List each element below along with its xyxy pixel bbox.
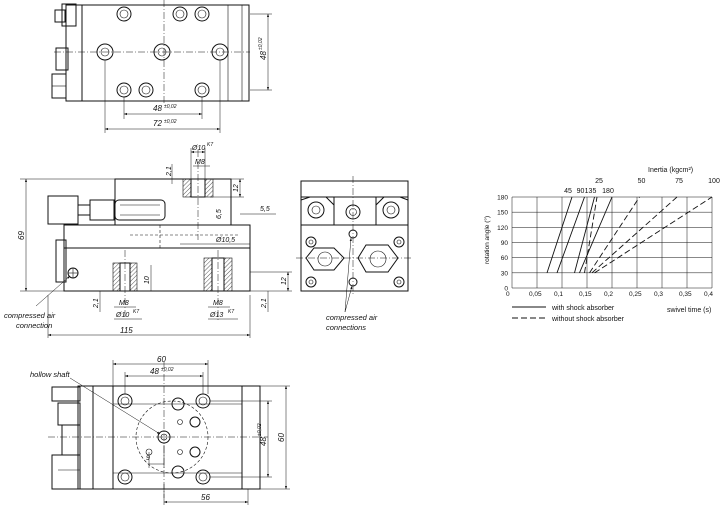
chart-y-tick: 120 bbox=[497, 225, 508, 232]
chart-series-line-25 bbox=[584, 196, 598, 273]
side-dim-115: 115 bbox=[120, 326, 133, 335]
chart-series-line-180 bbox=[579, 196, 613, 274]
side-dim-bore-left-tol: K7 bbox=[133, 309, 139, 315]
chart-y-label: rotation angle (°) bbox=[483, 216, 491, 264]
top-dim-48b-tol: ±0,02 bbox=[164, 104, 177, 110]
side-dim-bore-top: Ø10 bbox=[191, 145, 205, 152]
side-dim-2-1-right: 2,1 bbox=[261, 298, 268, 309]
bottom-dim-48-top-tol: ±0,02 bbox=[161, 367, 174, 373]
side-dim-5-5: 5,5 bbox=[260, 206, 270, 213]
chart-y-tick: 30 bbox=[501, 270, 509, 277]
top-dim-72-tol: ±0,02 bbox=[164, 119, 177, 125]
chart-series-label-25: 25 bbox=[595, 178, 603, 185]
chart-series-line-75 bbox=[591, 196, 678, 274]
chart-grid bbox=[511, 196, 713, 289]
side-dim-12-bottom: 12 bbox=[281, 277, 288, 285]
side-dim-bore-left: Ø10 bbox=[115, 312, 129, 319]
bottom-body bbox=[77, 385, 261, 490]
side-dim-bore-right: Ø13 bbox=[209, 312, 223, 319]
chart-series-label-50: 50 bbox=[638, 178, 646, 185]
chart-top-axis-label: Inertia (kgcm²) bbox=[648, 167, 693, 174]
side-dim-thread-left: M8 bbox=[119, 300, 129, 307]
side-dim-2-1-left: 2,1 bbox=[93, 298, 100, 309]
top-view: 48 ±0,02 48 ±0,02 72 ±0,02 bbox=[51, 0, 272, 133]
side-dim-thread-right: M8 bbox=[213, 300, 223, 307]
side-body bbox=[63, 224, 251, 292]
chart-series-label-180: 180 bbox=[602, 188, 614, 195]
top-dim-72: 72 bbox=[153, 119, 162, 128]
chart-series-label-100: 100 bbox=[708, 178, 720, 185]
bottom-dim-48-top: 48 bbox=[150, 367, 159, 376]
chart-series-line-50 bbox=[589, 196, 640, 274]
end-view: compressed air connections bbox=[296, 176, 412, 332]
chart-ticks: 0 0,05 0,1 0,15 0,2 0,25 0,3 0,35 0,4 0 30 60 90 120 1… bbox=[497, 195, 713, 299]
bottom-dim-48-side: 48 bbox=[259, 437, 268, 446]
chart-x-tick: 0 bbox=[506, 291, 510, 298]
chart-series-line-100 bbox=[594, 196, 713, 274]
top-dim-48b: 48 bbox=[153, 104, 162, 113]
side-dim-bore-top-tol: K7 bbox=[207, 142, 213, 148]
side-dim-thread-top: M8 bbox=[195, 159, 205, 166]
bottom-hollow-label: hollow shaft bbox=[30, 370, 71, 379]
left-fitting-cluster bbox=[51, 3, 77, 99]
chart-y-tick: 0 bbox=[504, 286, 508, 293]
bottom-left-fitting-cluster bbox=[51, 386, 81, 490]
side-left-fitting bbox=[47, 195, 79, 225]
chart-series-label-45: 45 bbox=[564, 188, 572, 195]
side-dim-6-5: 6,5 bbox=[216, 209, 223, 219]
bottom-dim-9: 9 bbox=[146, 455, 150, 462]
side-air-label-1: compressed air bbox=[4, 311, 56, 320]
chart-series-line-45 bbox=[546, 196, 573, 273]
top-dim-48-tol: ±0,02 bbox=[258, 37, 264, 50]
chart-y-tick: 150 bbox=[497, 210, 508, 217]
bottom-dim-60-side: 60 bbox=[277, 433, 286, 442]
top-body-outline bbox=[65, 4, 250, 102]
legend-with-shock: with shock absorber bbox=[551, 305, 615, 312]
chart-x-label: swivel time (s) bbox=[667, 307, 711, 314]
bottom-view: 60 48 ±0,02 48 ±0,02 60 9 56 hollow shaf… bbox=[30, 355, 290, 505]
side-dim-12-top: 12 bbox=[233, 184, 240, 192]
chart-y-tick: 90 bbox=[501, 240, 509, 247]
chart-series-label-90: 90 bbox=[577, 188, 585, 195]
bottom-dim-60-top: 60 bbox=[157, 355, 166, 364]
chart-y-tick: 60 bbox=[501, 255, 509, 262]
chart-x-tick: 0,05 bbox=[529, 291, 542, 298]
chart-x-tick: 0,35 bbox=[679, 291, 692, 298]
chart-series-label-135: 135 bbox=[585, 188, 597, 195]
end-air-label-1: compressed air bbox=[326, 313, 378, 322]
bottom-holes bbox=[117, 393, 211, 485]
chart-x-tick: 0,4 bbox=[704, 291, 713, 298]
chart-x-tick: 0,1 bbox=[554, 291, 563, 298]
side-dim-bore-mid: Ø10,5 bbox=[215, 237, 235, 244]
chart-series-line-90 bbox=[556, 196, 585, 273]
end-air-label-2: connections bbox=[326, 323, 366, 332]
chart-legend: with shock absorber without shock absorb… bbox=[512, 305, 625, 323]
side-turntable bbox=[114, 178, 232, 226]
side-dim-2-1-top: 2,1 bbox=[166, 166, 173, 177]
chart-x-tick: 0,2 bbox=[604, 291, 613, 298]
chart-x-tick: 0,25 bbox=[629, 291, 642, 298]
chart-series-line-135 bbox=[574, 196, 595, 273]
side-dim-69: 69 bbox=[17, 231, 26, 240]
side-view: Ø10 K7 M8 2,1 12 6,5 5,5 Ø10,5 69 10 12 … bbox=[4, 142, 292, 338]
chart-y-tick: 180 bbox=[497, 195, 508, 202]
chart-series-label-75: 75 bbox=[675, 178, 683, 185]
side-air-label-2: connection bbox=[16, 321, 52, 330]
chart-x-tick: 0,3 bbox=[654, 291, 663, 298]
side-dim-bore-right-tol: K7 bbox=[228, 309, 234, 315]
side-dim-10: 10 bbox=[144, 276, 151, 284]
top-dim-48: 48 bbox=[259, 51, 268, 60]
bottom-dim-56: 56 bbox=[201, 493, 210, 502]
bottom-dim-48-side-tol: ±0,02 bbox=[257, 423, 263, 436]
chart-x-tick: 0,15 bbox=[579, 291, 592, 298]
legend-without-shock: without shock absorber bbox=[551, 316, 625, 323]
